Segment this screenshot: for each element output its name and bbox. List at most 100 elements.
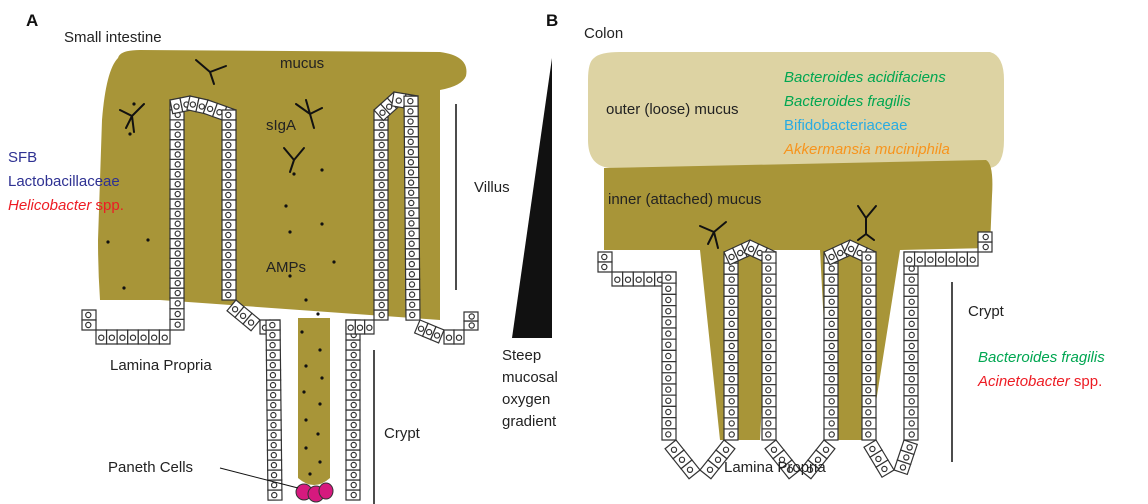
epithelial-cell	[268, 480, 282, 490]
epithelial-cell	[267, 430, 281, 440]
epithelial-cell	[936, 252, 947, 266]
epithelial-cell	[405, 259, 419, 269]
epithelial-cell	[355, 320, 364, 334]
epithelial-cell	[406, 300, 420, 310]
epithelial-cell	[346, 360, 360, 370]
epithelial-cell	[824, 385, 838, 396]
epithelial-cell	[406, 279, 420, 289]
epithelial-cell	[904, 296, 918, 307]
epithelial-cell	[374, 120, 388, 130]
epithelial-cell	[222, 150, 236, 160]
epithelial-cell	[222, 240, 236, 250]
epithelial-cell	[170, 219, 184, 229]
epithelial-cell	[662, 406, 676, 417]
epithelial-cell	[724, 385, 738, 396]
epithelial-cell	[862, 340, 876, 351]
epithelial-cell	[824, 429, 838, 440]
mucus-label: mucus	[280, 55, 324, 72]
epithelial-cell	[222, 250, 236, 260]
epithelial-cell	[267, 380, 281, 390]
epithelial-cell	[724, 340, 738, 351]
epithelial-cell	[266, 320, 280, 330]
gradient-line-3: oxygen	[502, 391, 550, 408]
epithelial-cell	[82, 310, 96, 320]
epithelial-cell	[862, 252, 876, 263]
epithelial-cell	[662, 373, 676, 384]
epithelial-cell	[222, 140, 236, 150]
epithelial-cell	[346, 340, 360, 350]
epithelial-cell	[444, 330, 454, 344]
epithelial-cell	[405, 177, 419, 187]
epithelial-cell	[662, 429, 676, 440]
epithelial-cell	[662, 362, 676, 373]
epithelial-cell	[404, 116, 418, 126]
panel-a: A Small intestine mucus sIgA AMPs Villus…	[8, 11, 510, 504]
epithelial-cell	[762, 263, 776, 274]
epithelial-cell	[824, 374, 838, 385]
crypt-microbe-b-fragilis: Bacteroides fragilis	[978, 349, 1105, 366]
amps-label: AMPs	[266, 259, 306, 276]
epithelial-cell	[222, 180, 236, 190]
epithelial-cell	[268, 490, 282, 500]
epithelial-cell	[374, 190, 388, 200]
epithelial-cell	[946, 252, 957, 266]
outer-microbe-b-acidifaciens: Bacteroides acidifaciens	[784, 69, 946, 86]
epithelial-cell	[762, 340, 776, 351]
epithelial-cell	[978, 242, 992, 252]
epithelial-cell	[405, 167, 419, 177]
epithelial-cell	[170, 288, 184, 298]
epithelial-cell	[662, 328, 676, 339]
outer-microbe-akkermansia: Akkermansia muciniphila	[783, 141, 950, 158]
colon-title: Colon	[584, 25, 623, 42]
epithelial-cell	[862, 429, 876, 440]
epithelial-cell	[346, 400, 360, 410]
epithelial-cell	[170, 268, 184, 278]
epithelial-cell	[662, 350, 676, 361]
epithelial-cell	[724, 418, 738, 429]
epithelial-cell	[724, 352, 738, 363]
oxygen-gradient: Steep mucosal oxygen gradient	[502, 58, 558, 430]
epithelial-cell	[824, 352, 838, 363]
epithelial-cell	[762, 396, 776, 407]
epithelial-cell	[762, 285, 776, 296]
epithelial-cell	[862, 396, 876, 407]
epithelial-cell	[346, 470, 360, 480]
microbe-lactobacillaceae: Lactobacillaceae	[8, 173, 120, 190]
epithelial-cell	[170, 249, 184, 259]
epithelial-cell	[824, 363, 838, 374]
epithelial-cell	[405, 239, 419, 249]
epithelial-cell	[222, 130, 236, 140]
crypt-lumen	[298, 318, 330, 485]
epithelial-cell	[904, 307, 918, 318]
epithelial-cell	[138, 330, 149, 344]
epithelial-cell	[374, 270, 388, 280]
epithelial-cell	[222, 270, 236, 280]
epithelial-cell	[904, 429, 918, 440]
epithelial-cell	[724, 429, 738, 440]
epithelial-cell	[904, 385, 918, 396]
epithelial-cell	[724, 318, 738, 329]
epithelial-cell	[267, 420, 281, 430]
epithelial-cell	[404, 147, 418, 157]
epithelial-cell	[222, 280, 236, 290]
epithelial-cell	[374, 210, 388, 220]
epithelial-cell	[346, 430, 360, 440]
epithelial-cell	[346, 460, 360, 470]
epithelial-cell	[82, 320, 96, 330]
epithelial-cell	[117, 330, 128, 344]
epithelial-cell	[762, 307, 776, 318]
epithelial-cell	[404, 96, 418, 106]
epithelial-cell	[222, 190, 236, 200]
epithelial-cell	[862, 407, 876, 418]
epithelial-cell	[170, 140, 184, 150]
epithelial-cell	[862, 274, 876, 285]
epithelial-cell	[904, 318, 918, 329]
epithelial-cell	[724, 407, 738, 418]
epithelial-cell	[633, 272, 644, 286]
epithelial-cell	[662, 306, 676, 317]
epithelial-cell	[267, 410, 281, 420]
epithelial-cell	[374, 220, 388, 230]
epithelial-cell	[267, 390, 281, 400]
epithelial-cell	[406, 269, 420, 279]
epithelial-cell	[904, 352, 918, 363]
